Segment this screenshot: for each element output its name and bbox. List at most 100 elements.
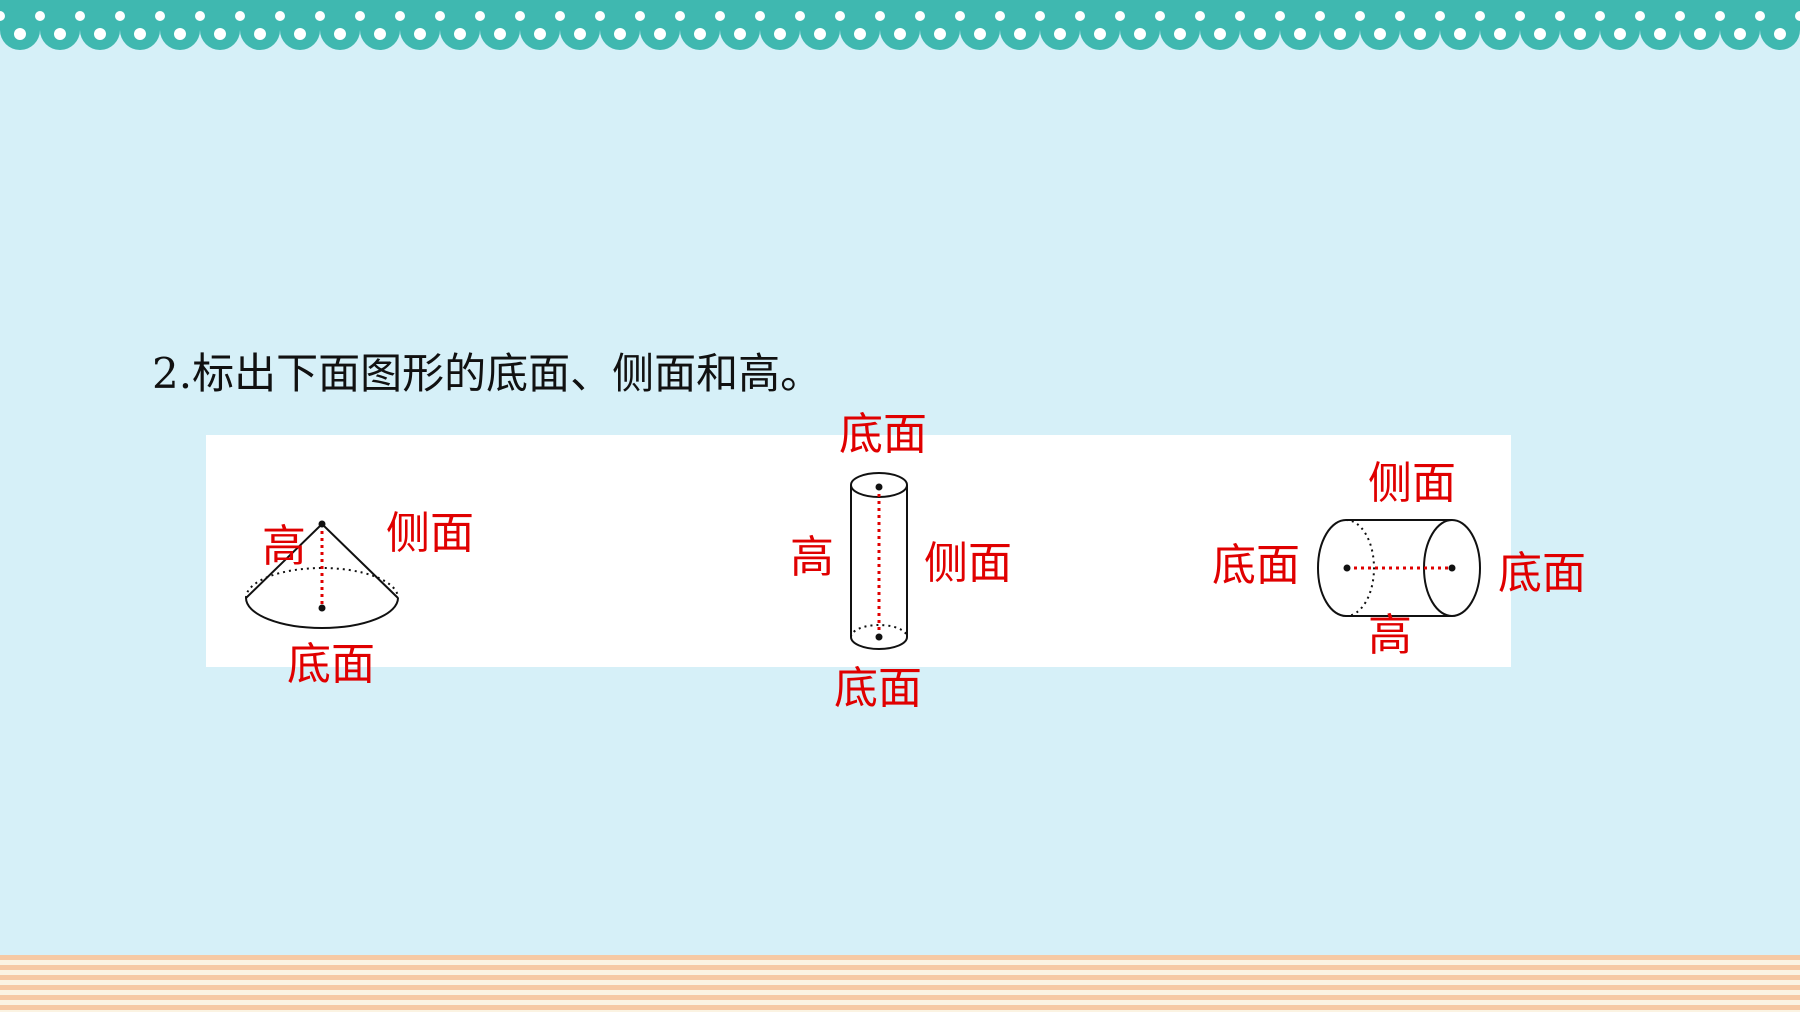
cone-base-front <box>245 597 399 629</box>
scallop-dot <box>1675 11 1685 21</box>
scallop-dot <box>275 11 285 21</box>
scallop-dot <box>934 28 946 40</box>
scallop-dot <box>814 28 826 40</box>
scallop-dot <box>374 28 386 40</box>
vcyl-bottom-base-label: 底面 <box>834 663 922 714</box>
scallop-dot <box>414 28 426 40</box>
scallop-dot <box>955 11 965 21</box>
vcyl-height-label: 高 <box>790 532 834 583</box>
scallop-dot <box>1635 11 1645 21</box>
hcyl-side-label: 侧面 <box>1368 458 1456 509</box>
vcyl-side-label: 侧面 <box>924 538 1012 589</box>
scallop-dot <box>1475 11 1485 21</box>
scallop-dot <box>1115 11 1125 21</box>
scallop-dot <box>755 11 765 21</box>
cone-height-label: 高 <box>262 521 306 572</box>
vertical-cylinder-figure <box>850 472 908 650</box>
scallop-dot <box>734 28 746 40</box>
vcyl-top-base-label: 底面 <box>839 409 927 460</box>
scallop-dot <box>1515 11 1525 21</box>
figure-panel <box>206 435 1511 667</box>
scallop-dot <box>694 28 706 40</box>
cone-center-dot <box>318 604 326 612</box>
scallop-dot <box>875 11 885 21</box>
scallop-dot <box>1435 11 1445 21</box>
scallop-dot <box>555 11 565 21</box>
scallop-dot <box>134 28 146 40</box>
question-text: 2.标出下面图形的底面、侧面和高。 <box>152 349 823 398</box>
scallop-dot <box>355 11 365 21</box>
scallop-dot <box>1555 11 1565 21</box>
scallop-dot <box>1155 11 1165 21</box>
scallop-dot <box>654 28 666 40</box>
scallop-dot <box>334 28 346 40</box>
scallop-dot <box>395 11 405 21</box>
scallop-dot <box>1035 11 1045 21</box>
hcyl-left-back <box>1345 519 1375 617</box>
scallop-dot <box>915 11 925 21</box>
hcyl-left-dot <box>1343 564 1351 572</box>
horizontal-cylinder-figure <box>1317 519 1481 617</box>
hcyl-left-base-label: 底面 <box>1212 540 1300 591</box>
scallop-dot <box>315 11 325 21</box>
scallop-dot <box>1134 28 1146 40</box>
scallop-dot <box>0 11 5 21</box>
scallop-dot <box>1595 11 1605 21</box>
scallop-dot <box>435 11 445 21</box>
scallop-dot <box>75 11 85 21</box>
scallop-dot <box>774 28 786 40</box>
scallop-dot <box>115 11 125 21</box>
scallop-dot <box>835 11 845 21</box>
vcyl-top-dot <box>875 483 883 491</box>
scallop-dot <box>1795 11 1800 21</box>
scallop-dot <box>1614 28 1626 40</box>
cone-base-label: 底面 <box>287 639 375 690</box>
scallop-dot <box>254 28 266 40</box>
scallop-dot <box>195 11 205 21</box>
scallop-dot <box>494 28 506 40</box>
scallop-dot <box>1054 28 1066 40</box>
scallop-dot <box>1275 11 1285 21</box>
hcyl-left-front <box>1317 519 1347 617</box>
scallop-dot <box>795 11 805 21</box>
scallop-dot <box>1294 28 1306 40</box>
scallop-dot <box>214 28 226 40</box>
scallop-dot <box>534 28 546 40</box>
scallop-dot <box>94 28 106 40</box>
scallop-dot <box>1374 28 1386 40</box>
hcyl-right-dot <box>1448 564 1456 572</box>
scallop-dot <box>515 11 525 21</box>
scallop-dot <box>635 11 645 21</box>
scallop-dot <box>894 28 906 40</box>
scallop-dot <box>35 11 45 21</box>
scallop-dot <box>1574 28 1586 40</box>
scallop-dot <box>1414 28 1426 40</box>
scallop-dot <box>1715 11 1725 21</box>
hcyl-height-label: 高 <box>1368 610 1412 661</box>
scallop-dot <box>995 11 1005 21</box>
scallop-dot <box>1454 28 1466 40</box>
scallop-dot <box>1014 28 1026 40</box>
scallop-dot <box>294 28 306 40</box>
scallop-dot <box>1254 28 1266 40</box>
scallop-dot <box>1355 11 1365 21</box>
scallop-dot <box>614 28 626 40</box>
hcyl-right-base-label: 底面 <box>1498 548 1586 599</box>
scallop-dot <box>1755 11 1765 21</box>
scallop-dot <box>1174 28 1186 40</box>
scallop-dot <box>155 11 165 21</box>
scallop-dot <box>454 28 466 40</box>
scallop-dot <box>854 28 866 40</box>
scallop-border <box>0 0 1800 50</box>
scallop-dot <box>1195 11 1205 21</box>
scallop-dot <box>574 28 586 40</box>
cone-figure <box>245 520 399 629</box>
scallop-dot <box>1075 11 1085 21</box>
scallop-dot <box>675 11 685 21</box>
vcyl-bottom-front <box>850 636 908 650</box>
scallop-dot <box>1694 28 1706 40</box>
vcyl-bottom-dot <box>875 633 883 641</box>
scallop-dot <box>1315 11 1325 21</box>
scallop-dot <box>1494 28 1506 40</box>
